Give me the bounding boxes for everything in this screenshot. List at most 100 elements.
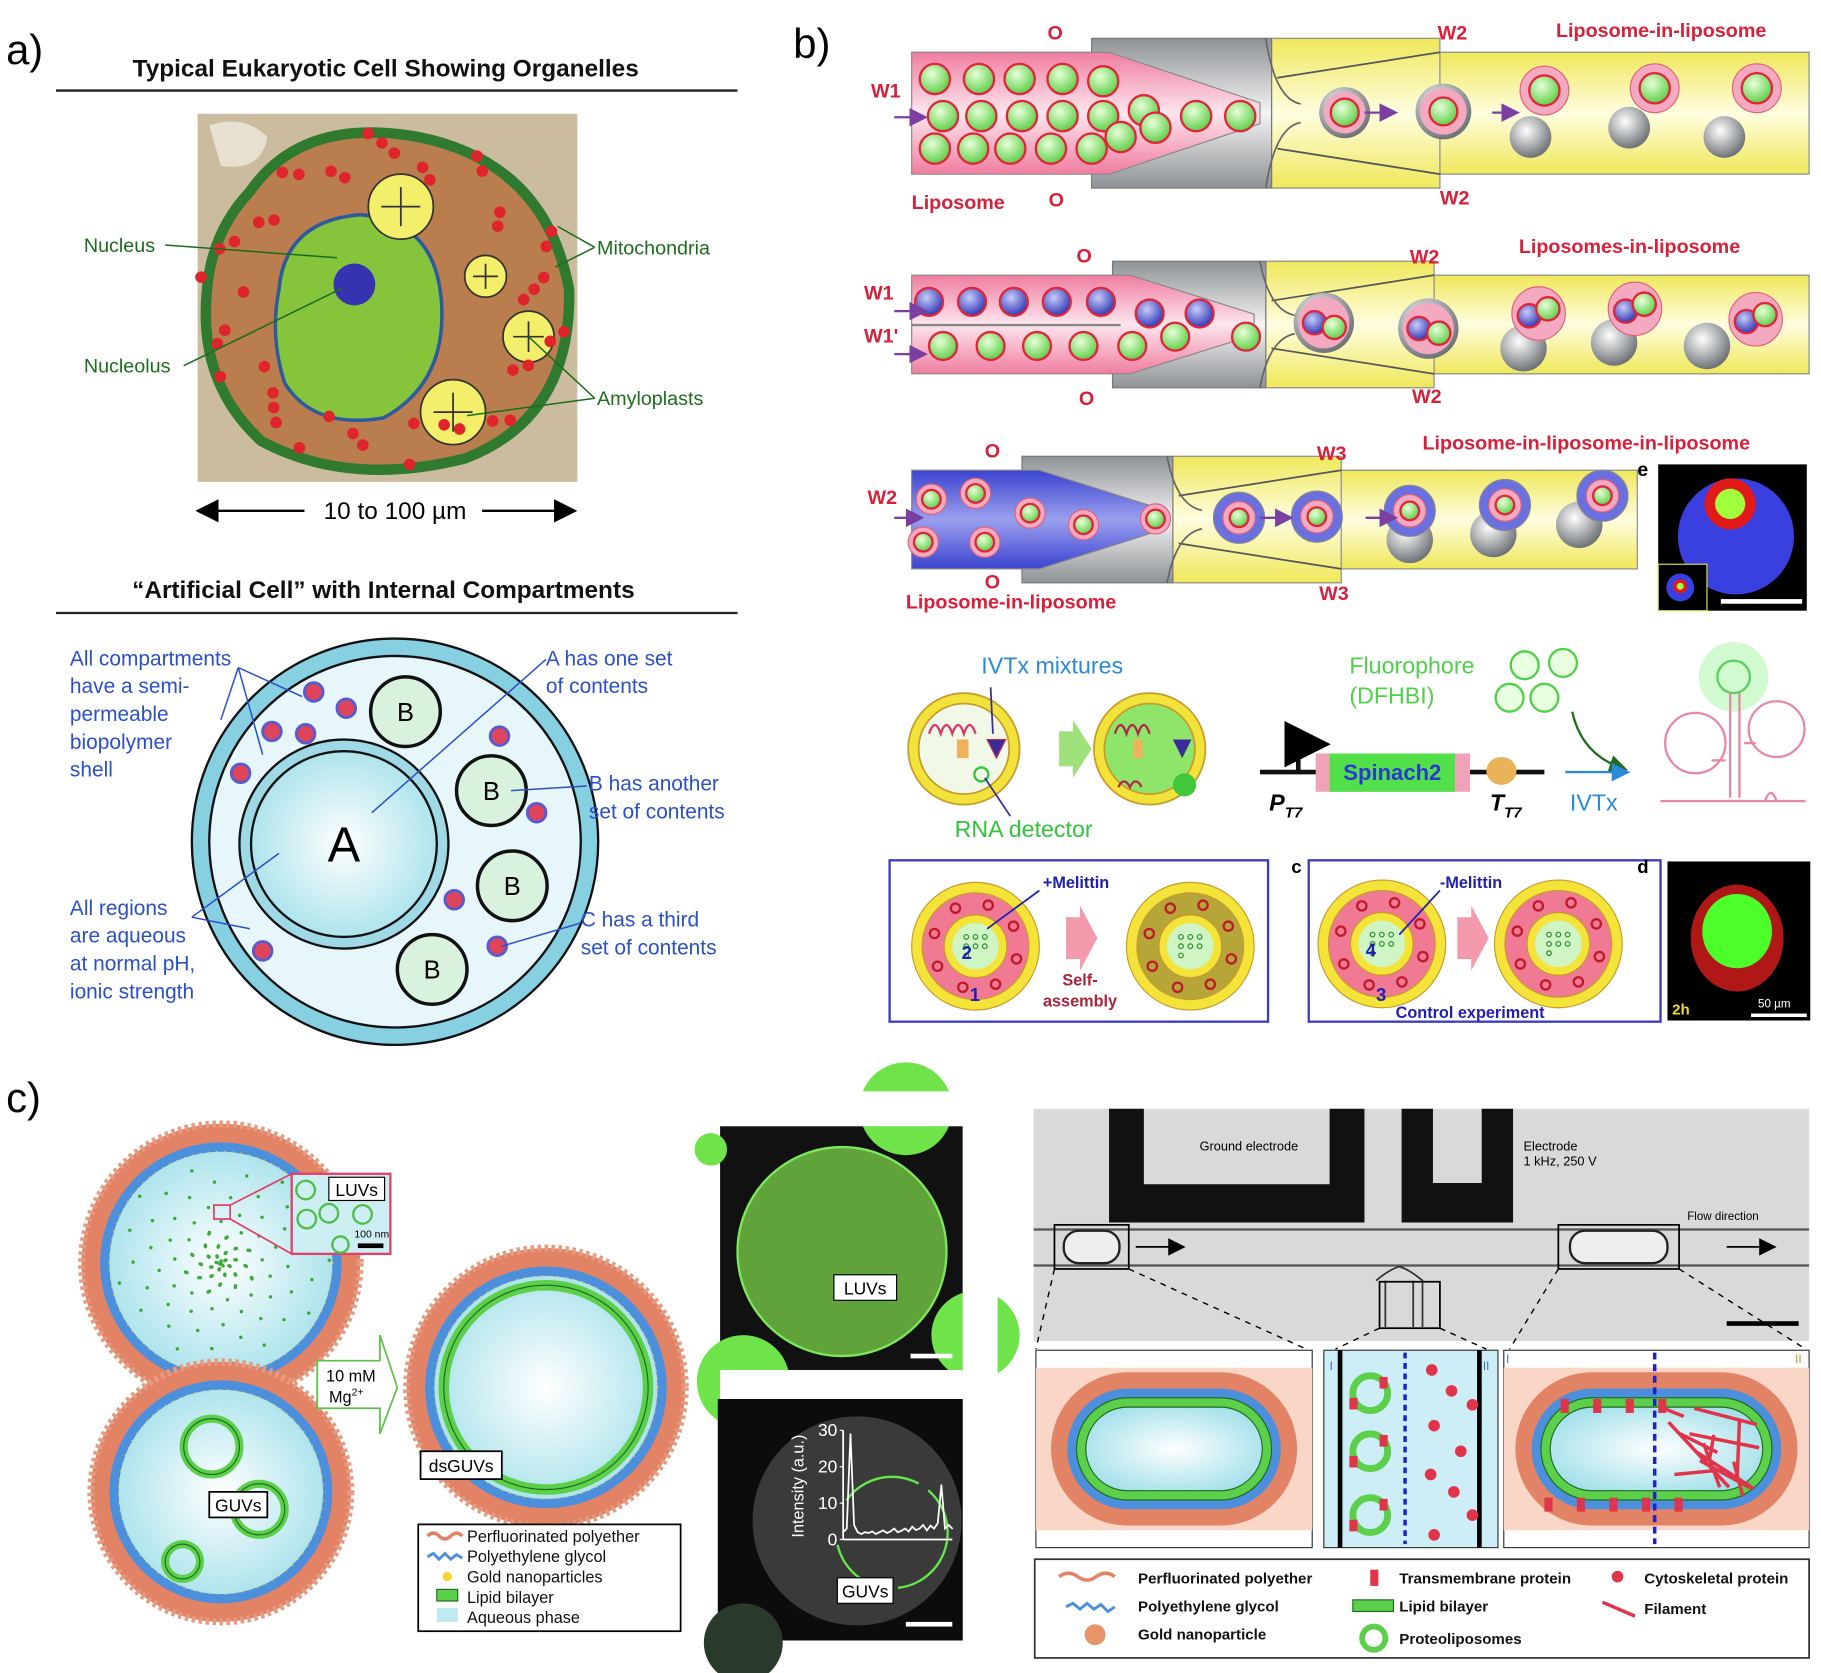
small-molecule xyxy=(963,934,970,940)
liposome xyxy=(918,132,952,165)
spinach2-gene-label: Spinach2 xyxy=(1343,760,1441,785)
intensity-point xyxy=(907,1530,910,1533)
luv xyxy=(223,1258,227,1263)
mitochondrion xyxy=(545,225,558,238)
vesicle-in-vesicle xyxy=(1493,879,1623,1009)
vesicle-in-vesicle: 2 xyxy=(911,881,1040,1011)
peg-swatch xyxy=(1065,1601,1116,1614)
liposome xyxy=(965,482,986,504)
liposome xyxy=(1631,291,1658,317)
ivtx-diagram xyxy=(907,687,1207,817)
liposome xyxy=(1223,99,1257,133)
note-shell: have a semi- xyxy=(70,675,190,698)
luv xyxy=(220,1263,225,1267)
peg-swatch xyxy=(426,1551,464,1562)
promoter-label: PT7 xyxy=(1269,789,1303,821)
oil-inlet-label: O xyxy=(1047,22,1062,44)
y-tick-label: 10 xyxy=(818,1493,837,1513)
note-shell: shell xyxy=(70,759,113,782)
liposome xyxy=(1425,320,1452,346)
luv-inset: LUVs 100 nm xyxy=(213,1172,392,1256)
droplet xyxy=(1062,1229,1121,1265)
small-molecule xyxy=(1546,931,1552,938)
luv xyxy=(256,1194,260,1199)
cytoskeletal-protein xyxy=(1466,1399,1479,1411)
small-molecule xyxy=(1564,940,1571,947)
w2-inlet-label: W2 xyxy=(1438,22,1468,44)
protein xyxy=(1414,918,1426,930)
compartment-b xyxy=(368,675,443,749)
protein xyxy=(931,960,944,973)
microfluidic-channel xyxy=(911,37,1810,189)
mg-ion-label: Mg2+ xyxy=(329,1388,363,1407)
liposome xyxy=(1494,494,1516,516)
compartment-c xyxy=(251,940,274,962)
oil-inlet-label: O xyxy=(1049,190,1064,212)
liposome xyxy=(1085,286,1116,317)
liposome xyxy=(1145,508,1166,530)
luv xyxy=(164,1191,168,1196)
intensity-point xyxy=(900,1530,903,1532)
luv xyxy=(190,1169,194,1173)
compartment-c xyxy=(525,801,548,824)
subpanel-c-label: c xyxy=(1291,856,1301,877)
protein xyxy=(989,978,1002,991)
zone-ii-label: II xyxy=(1795,1353,1801,1366)
mitochondrion xyxy=(293,441,306,454)
protein xyxy=(1164,902,1177,915)
cytoskeletal-protein xyxy=(1466,1509,1479,1521)
luv xyxy=(282,1317,286,1322)
cytoskeletal-protein xyxy=(1424,1468,1437,1481)
intensity-point xyxy=(940,1484,943,1486)
luv xyxy=(237,1213,242,1218)
control-experiment-label: Control experiment xyxy=(1396,1004,1546,1022)
liposome xyxy=(1034,132,1068,165)
intensity-point xyxy=(929,1524,932,1527)
intensity-point xyxy=(871,1530,873,1533)
liposome xyxy=(1005,99,1039,133)
channel-wall xyxy=(1337,1350,1343,1548)
transmembrane-protein-swatch xyxy=(1370,1569,1379,1586)
proteoliposome xyxy=(1349,1430,1392,1473)
protein xyxy=(1010,953,1023,965)
cytoskeletal-swatch xyxy=(1611,1570,1624,1583)
compartment-b-label: B xyxy=(397,699,414,727)
ground-electrode-label: Ground electrode xyxy=(1200,1139,1299,1154)
nucleolus xyxy=(333,263,376,306)
transmembrane-protein xyxy=(1641,1497,1651,1512)
luv xyxy=(207,1289,212,1294)
liposome xyxy=(998,286,1029,317)
intensity-point xyxy=(937,1522,939,1524)
legend-label: Perfluorinated polyether xyxy=(467,1528,640,1546)
transmembrane-protein xyxy=(1349,1519,1358,1532)
intensity-point xyxy=(922,1524,924,1526)
small-molecule xyxy=(972,943,979,950)
liposome xyxy=(1019,502,1041,524)
protein xyxy=(1417,950,1429,963)
liposome xyxy=(1073,514,1094,536)
small-molecule xyxy=(1388,940,1395,947)
luv xyxy=(189,1309,193,1313)
melittin-arrows xyxy=(986,889,1489,971)
small-molecule xyxy=(1564,931,1571,938)
compartment-c xyxy=(261,720,283,743)
w1-inlet-label: W1 xyxy=(864,283,894,305)
luv xyxy=(173,1257,177,1261)
mitochondrion xyxy=(471,150,483,162)
capillary-tip xyxy=(1178,469,1342,570)
liposome xyxy=(1021,330,1053,362)
mitochondrion xyxy=(544,335,557,348)
subpanel-d-label: d xyxy=(1637,856,1648,877)
mitochondrion xyxy=(486,415,499,427)
w2-inlet-label: W2 xyxy=(868,487,898,509)
liposome xyxy=(1752,301,1778,328)
aqueous-interior xyxy=(1085,1406,1263,1492)
neck xyxy=(1264,38,1301,189)
luv xyxy=(259,1316,263,1321)
mitochondria-label: Mitochondria xyxy=(597,237,710,259)
intensity-point xyxy=(918,1527,921,1530)
liposome-in-liposome-in-liposome-label: Liposome-in-liposome-in-liposome xyxy=(1423,432,1751,454)
liposome xyxy=(1046,99,1079,133)
liposome xyxy=(1117,330,1148,362)
